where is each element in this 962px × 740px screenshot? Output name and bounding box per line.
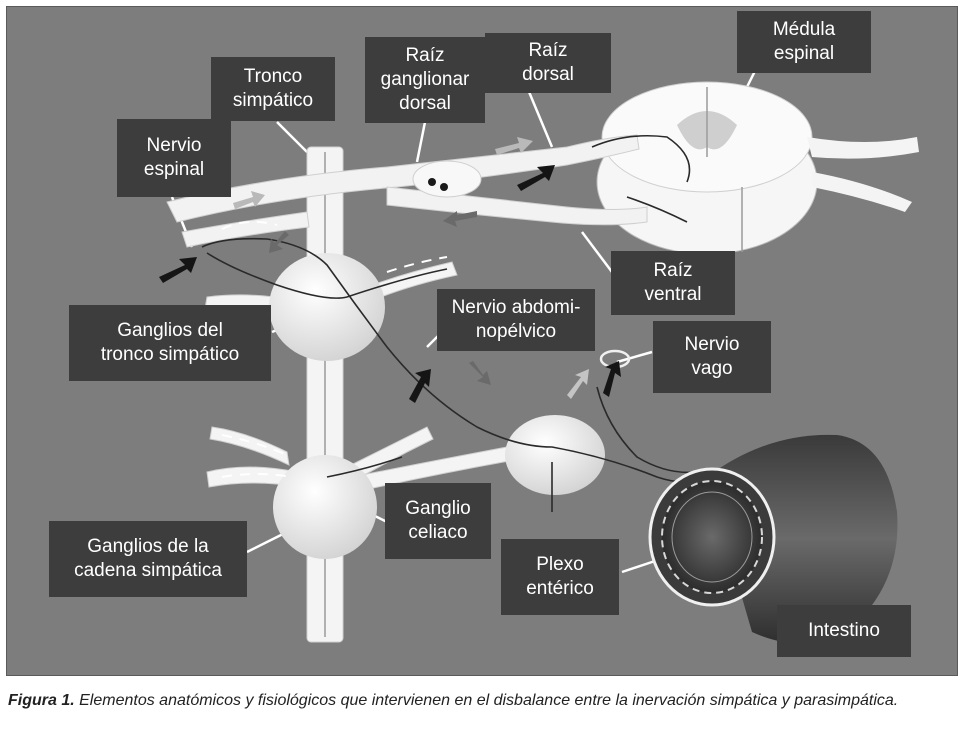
spinal-cord — [596, 81, 919, 255]
label-nervio-espinal: Nervio espinal — [117, 119, 231, 197]
label-ganglio-celiaco: Ganglio celiaco — [385, 483, 491, 559]
trunk-ganglion-upper — [269, 253, 385, 361]
caption-text: Elementos anatómicos y fisiológicos que … — [74, 692, 899, 709]
caption-lead: Figura 1. — [8, 692, 75, 709]
label-tronco-simpatico: Tronco simpático — [211, 57, 335, 121]
label-raiz-dorsal: Raíz dorsal — [485, 33, 611, 93]
celiac-ganglion — [505, 415, 605, 495]
signal-arrows-dark — [159, 165, 621, 403]
label-ganglios-cadena-simpatica: Ganglios de la cadena simpática — [49, 521, 247, 597]
label-ganglios-tronco-simpatico: Ganglios del tronco simpático — [69, 305, 271, 381]
label-intestino: Intestino — [777, 605, 911, 657]
label-raiz-ventral: Raíz ventral — [611, 251, 735, 315]
anatomy-figure: Médula espinal Raíz dorsal Raíz ganglion… — [6, 6, 958, 676]
label-plexo-enterico: Plexo entérico — [501, 539, 619, 615]
dorsal-root-ganglion — [412, 160, 482, 198]
figure-caption: Figura 1. Elementos anatómicos y fisioló… — [8, 690, 956, 711]
spinal-nerve-roots — [166, 134, 648, 248]
label-raiz-ganglionar-dorsal: Raíz ganglionar dorsal — [365, 37, 485, 123]
signal-arrows-light — [233, 137, 589, 399]
dashed-fibres — [221, 220, 448, 478]
trunk-ganglion-lower — [273, 455, 377, 559]
label-nervio-abdominopelvico: Nervio abdomi- nopélvico — [437, 289, 595, 351]
intestine — [648, 434, 898, 644]
label-nervio-vago: Nervio vago — [653, 321, 771, 393]
label-medula-espinal: Médula espinal — [737, 11, 871, 73]
anatomy-illustration — [159, 66, 919, 644]
nerve-fibres — [201, 134, 708, 512]
